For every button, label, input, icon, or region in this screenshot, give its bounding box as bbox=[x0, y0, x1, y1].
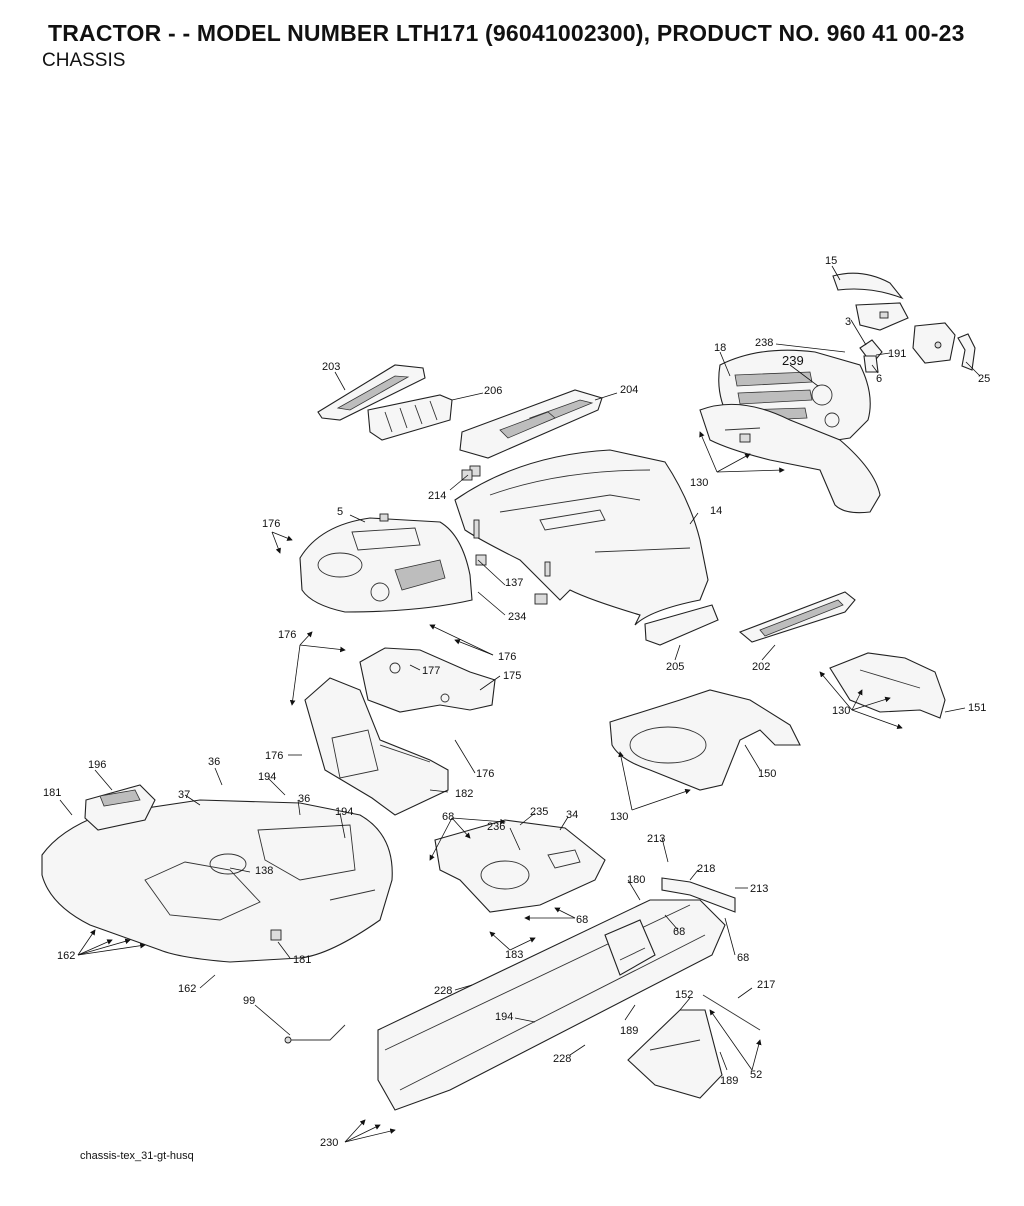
part-202-side-grille bbox=[738, 591, 856, 643]
part-15-trim-strip bbox=[832, 272, 904, 300]
callout-130-fender: 130 bbox=[610, 811, 628, 823]
callout-34: 34 bbox=[566, 809, 578, 821]
part-218-cross-bracket bbox=[661, 877, 736, 913]
part-205-lower-grille bbox=[644, 604, 719, 646]
callout-228-bottom: 228 bbox=[553, 1053, 571, 1065]
callout-68-frame-right: 68 bbox=[737, 952, 749, 964]
part-137-decal bbox=[473, 519, 551, 605]
callout-162-bottom: 162 bbox=[178, 983, 196, 995]
part-214-clip bbox=[461, 469, 473, 481]
part-34-plate bbox=[434, 819, 606, 913]
callout-189-left: 189 bbox=[620, 1025, 638, 1037]
callout-194-top: 194 bbox=[258, 771, 276, 783]
callout-206: 206 bbox=[484, 385, 502, 397]
callout-52: 52 bbox=[750, 1069, 762, 1081]
part-175-bracket bbox=[359, 647, 496, 713]
callout-230: 230 bbox=[320, 1137, 338, 1149]
part-204-hood-grille bbox=[459, 389, 603, 459]
part-152-shield bbox=[627, 1009, 723, 1099]
callout-labels: 15 3 191 6 25 238 239 18 203 206 204 130… bbox=[43, 255, 990, 1149]
callout-138: 138 bbox=[255, 865, 273, 877]
callout-176-firewall-left: 176 bbox=[265, 750, 283, 762]
callout-175: 175 bbox=[503, 670, 521, 682]
callout-152: 152 bbox=[675, 989, 693, 1001]
callout-196: 196 bbox=[88, 759, 106, 771]
callout-5: 5 bbox=[337, 506, 343, 518]
callout-191: 191 bbox=[888, 348, 906, 360]
part-hood bbox=[454, 449, 709, 626]
callout-213-right: 213 bbox=[750, 883, 768, 895]
part-18-nose-lower bbox=[699, 403, 881, 514]
callout-181-bottom: 181 bbox=[293, 954, 311, 966]
part-3-6-clip bbox=[859, 339, 883, 373]
page-title: TRACTOR - - MODEL NUMBER LTH171 (9604100… bbox=[48, 20, 965, 46]
part-196-pedal-pad bbox=[84, 784, 156, 831]
callout-235: 235 bbox=[530, 806, 548, 818]
callout-217: 217 bbox=[757, 979, 775, 991]
callout-177: 177 bbox=[422, 665, 440, 677]
callout-36-right: 36 bbox=[298, 793, 310, 805]
part-182-firewall bbox=[304, 677, 449, 816]
callout-68-frame: 68 bbox=[673, 926, 685, 938]
callout-176-firewall-right: 176 bbox=[476, 768, 494, 780]
callout-214: 214 bbox=[428, 490, 446, 502]
callout-130-bracket: 130 bbox=[832, 705, 850, 717]
callout-37: 37 bbox=[178, 789, 190, 801]
callout-205: 205 bbox=[666, 661, 684, 673]
callout-150: 150 bbox=[758, 768, 776, 780]
callout-36-left: 36 bbox=[208, 756, 220, 768]
callout-239: 239 bbox=[782, 353, 804, 368]
callout-68-plate-top: 68 bbox=[442, 811, 454, 823]
callout-25: 25 bbox=[978, 373, 990, 385]
callout-204: 204 bbox=[620, 384, 638, 396]
callout-194-right: 194 bbox=[335, 806, 353, 818]
callout-leaders bbox=[59, 265, 981, 1143]
callout-99: 99 bbox=[243, 995, 255, 1007]
callout-3: 3 bbox=[845, 316, 851, 328]
callout-234: 234 bbox=[508, 611, 526, 623]
callout-189-right: 189 bbox=[720, 1075, 738, 1087]
callout-182: 182 bbox=[455, 788, 473, 800]
callout-180: 180 bbox=[627, 874, 645, 886]
callout-183: 183 bbox=[505, 949, 523, 961]
callout-203: 203 bbox=[322, 361, 340, 373]
drawing-id: chassis-tex_31-gt-husq bbox=[80, 1150, 194, 1162]
callout-14: 14 bbox=[710, 505, 722, 517]
part-light-housing bbox=[912, 322, 956, 364]
callout-162-left: 162 bbox=[57, 950, 75, 962]
callout-15: 15 bbox=[825, 255, 837, 267]
part-99-rod bbox=[284, 1024, 346, 1044]
callout-236: 236 bbox=[487, 821, 505, 833]
callout-218: 218 bbox=[697, 863, 715, 875]
callout-213-top: 213 bbox=[647, 833, 665, 845]
callout-238: 238 bbox=[755, 337, 773, 349]
part-217-rod bbox=[702, 994, 761, 1031]
part-25-bracket bbox=[957, 333, 976, 371]
part-180-frame bbox=[377, 899, 726, 1111]
part-150-footrest-fender bbox=[609, 689, 801, 791]
part-5-dash-panel bbox=[299, 513, 473, 613]
part-203-grille-strip bbox=[317, 364, 426, 421]
callout-194-frame: 194 bbox=[495, 1011, 513, 1023]
callout-137: 137 bbox=[505, 577, 523, 589]
callout-176-dash-bottom: 176 bbox=[498, 651, 516, 663]
callout-18: 18 bbox=[714, 342, 726, 354]
callout-176-left: 176 bbox=[278, 629, 296, 641]
part-206-insert bbox=[367, 394, 453, 441]
callout-68-plate-right: 68 bbox=[576, 914, 588, 926]
callout-181-top: 181 bbox=[43, 787, 61, 799]
callout-202: 202 bbox=[752, 661, 770, 673]
part-light-bracket bbox=[855, 302, 909, 331]
callout-6: 6 bbox=[876, 373, 882, 385]
callout-176-dash-left: 176 bbox=[262, 518, 280, 530]
section-subtitle: CHASSIS bbox=[42, 50, 126, 71]
callout-228-top: 228 bbox=[434, 985, 452, 997]
callout-151: 151 bbox=[968, 702, 986, 714]
callout-130-nose: 130 bbox=[690, 477, 708, 489]
